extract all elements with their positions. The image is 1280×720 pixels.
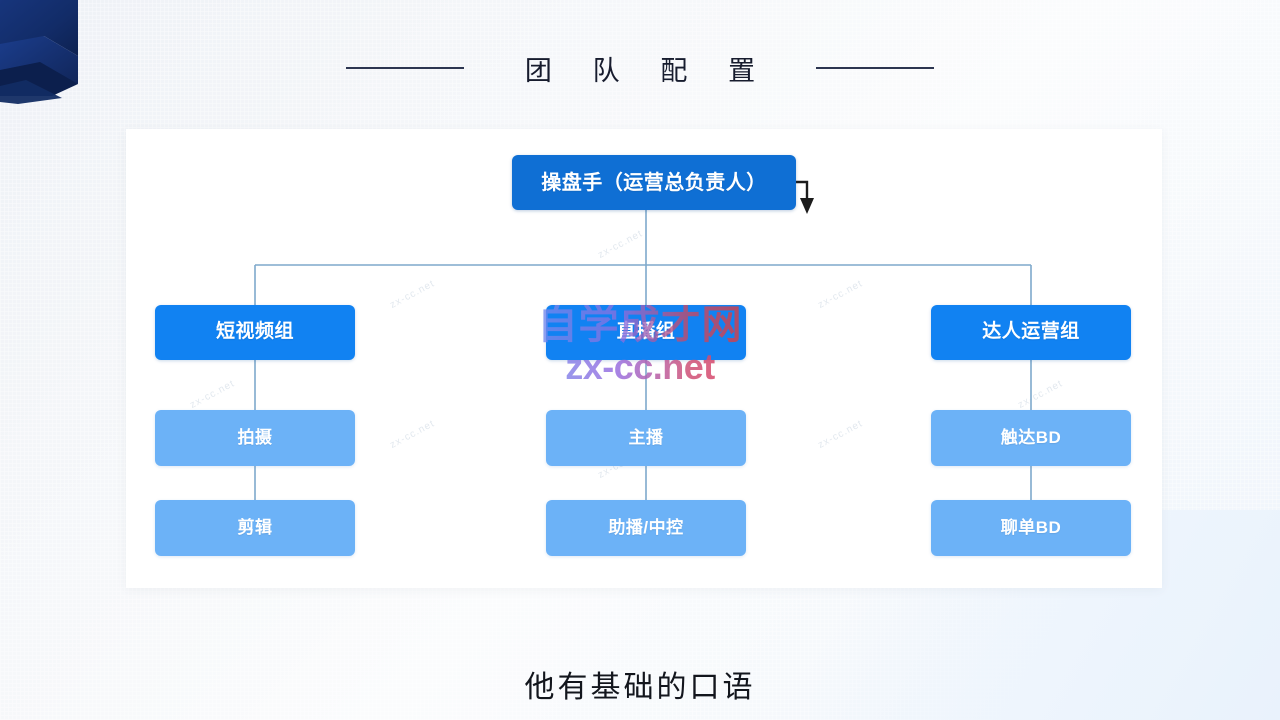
node-leaf-filming[interactable]: 拍摄 bbox=[155, 410, 355, 466]
node-leaf-label: 剪辑 bbox=[237, 517, 273, 537]
org-chart: zx-cc.net zx-cc.net zx-cc.net zx-cc.net … bbox=[126, 129, 1162, 588]
title-rule-right bbox=[816, 67, 935, 69]
subtitle-caption: 他有基础的口语 bbox=[524, 671, 756, 704]
node-root-label: 操盘手（运营总负责人） bbox=[541, 171, 767, 194]
watermark-tile: zx-cc.net bbox=[388, 418, 437, 451]
node-leaf-assistant-host[interactable]: 助播/中控 bbox=[546, 500, 746, 556]
node-group-live-stream[interactable]: 直播组 bbox=[546, 305, 746, 360]
page-title: 团 队 配 置 bbox=[524, 55, 773, 86]
node-leaf-host[interactable]: 主播 bbox=[546, 410, 746, 466]
node-leaf-editing[interactable]: 剪辑 bbox=[155, 500, 355, 556]
title-rule-left bbox=[345, 67, 464, 69]
content-card: zx-cc.net zx-cc.net zx-cc.net zx-cc.net … bbox=[126, 129, 1162, 588]
watermark-tile: zx-cc.net bbox=[816, 278, 865, 311]
node-root[interactable]: 操盘手（运营总负责人） bbox=[512, 155, 796, 210]
node-leaf-label: 触达BD bbox=[1000, 427, 1062, 447]
node-group-influencer-ops[interactable]: 达人运营组 bbox=[931, 305, 1131, 360]
node-group-label: 达人运营组 bbox=[982, 321, 1080, 343]
node-leaf-label: 拍摄 bbox=[237, 427, 273, 447]
node-leaf-chat-bd[interactable]: 聊单BD bbox=[931, 500, 1131, 556]
node-group-label: 直播组 bbox=[616, 321, 676, 343]
watermark-tile: zx-cc.net bbox=[388, 278, 437, 311]
node-group-label: 短视频组 bbox=[215, 321, 294, 343]
slide-header: 团 队 配 置 bbox=[0, 44, 1280, 92]
watermark-tile: zx-cc.net bbox=[188, 378, 237, 411]
node-leaf-outreach-bd[interactable]: 触达BD bbox=[931, 410, 1131, 466]
node-group-short-video[interactable]: 短视频组 bbox=[155, 305, 355, 360]
node-leaf-label: 助播/中控 bbox=[608, 517, 684, 537]
watermark-tile: zx-cc.net bbox=[1016, 378, 1065, 411]
down-arrow-icon bbox=[795, 180, 814, 214]
watermark-tile: zx-cc.net bbox=[596, 228, 645, 261]
watermark-tile: zx-cc.net bbox=[816, 418, 865, 451]
node-leaf-label: 聊单BD bbox=[1000, 517, 1062, 537]
node-leaf-label: 主播 bbox=[628, 427, 664, 447]
